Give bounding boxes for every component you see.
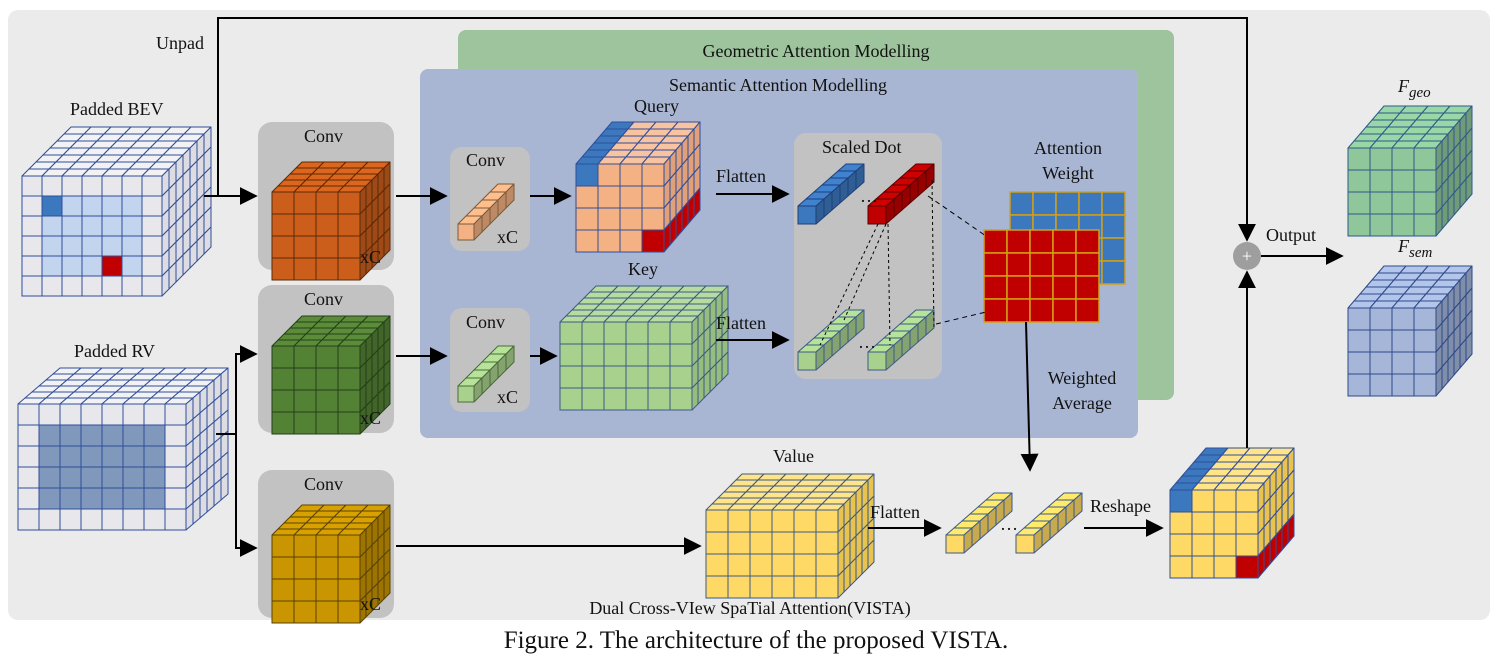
weighted-average-arrow <box>1020 321 1039 472</box>
conv-label-bev: Conv <box>304 126 343 146</box>
conv-output-cube-rv <box>271 315 391 435</box>
attention-weight-label-1: Attention <box>1034 138 1102 158</box>
flattened-key-1 <box>797 309 865 371</box>
dots-key: … <box>858 332 876 352</box>
value-label: Value <box>773 446 814 466</box>
padded-rv-label: Padded RV <box>74 341 155 361</box>
conv-label-query: Conv <box>466 150 505 170</box>
diagram-title: Dual Cross-VIew SpaTial Attention(VISTA) <box>589 598 910 619</box>
dots-query: … <box>860 186 878 206</box>
flattened-value-1 <box>945 492 1013 554</box>
reshape-label: Reshape <box>1090 496 1151 516</box>
f-geo-cube <box>1347 105 1473 237</box>
conv-label-rv: Conv <box>304 289 343 309</box>
flattened-key-2 <box>867 309 935 371</box>
attention-matrix-red <box>983 229 1100 323</box>
unpad-label: Unpad <box>156 33 204 53</box>
dots-value: … <box>1000 514 1018 534</box>
conv-label-value: Conv <box>304 474 343 494</box>
key-label: Key <box>628 259 658 279</box>
xc-label-key: xC <box>497 387 518 407</box>
f-geo-label: Fgeo <box>1397 76 1431 101</box>
flattened-query-blue <box>797 163 865 225</box>
scaled-dot-label: Scaled Dot <box>822 137 901 157</box>
query-label: Query <box>634 96 679 116</box>
xc-label-bev: xC <box>360 247 381 267</box>
dot-line-1 <box>819 223 879 346</box>
conv-output-cube-value <box>271 504 391 624</box>
weighted-average-label-1: Weighted <box>1048 368 1117 388</box>
xc-label-query: xC <box>497 227 518 247</box>
key-conv-bar <box>457 345 515 403</box>
attention-weight-label-2: Weight <box>1042 163 1094 183</box>
weighted-average-label-2: Average <box>1052 393 1112 413</box>
reshaped-output-cube <box>1169 447 1295 579</box>
flatten-label-key: Flatten <box>716 313 766 333</box>
conv-output-cube-bev <box>271 161 391 281</box>
xc-label-rv: xC <box>360 408 381 428</box>
output-label: Output <box>1266 225 1316 245</box>
flattened-value-2 <box>1015 492 1083 554</box>
padded-bev-cube <box>21 126 212 297</box>
dot-line-3 <box>887 223 891 346</box>
attention-weight-matrices <box>983 191 1126 323</box>
rv-to-conv-arrow <box>216 345 258 435</box>
padded-bev-label: Padded BEV <box>70 99 164 119</box>
semantic-attention-label: Semantic Attention Modelling <box>669 75 887 95</box>
dot-line-4 <box>931 179 935 331</box>
query-cube <box>575 121 701 253</box>
xc-label-value: xC <box>360 594 381 614</box>
figure-caption: Figure 2. The architecture of the propos… <box>504 627 1009 654</box>
geometric-attention-label: Geometric Attention Modelling <box>703 41 930 61</box>
query-conv-bar <box>457 183 515 241</box>
key-cube <box>559 285 729 411</box>
dash-line-top <box>927 195 987 237</box>
conv-label-key: Conv <box>466 312 505 332</box>
flatten-label-query: Flatten <box>716 166 766 186</box>
f-sem-label: Fsem <box>1397 236 1432 261</box>
sum-plus-icon: + <box>1242 246 1252 266</box>
padded-rv-cube <box>17 367 229 531</box>
flattened-query-red <box>867 163 935 225</box>
sum-node <box>1233 242 1261 270</box>
value-cube <box>705 473 875 599</box>
flatten-label-value: Flatten <box>870 502 920 522</box>
f-sem-cube <box>1347 265 1473 397</box>
rv-to-value-conv-arrow <box>235 434 258 557</box>
